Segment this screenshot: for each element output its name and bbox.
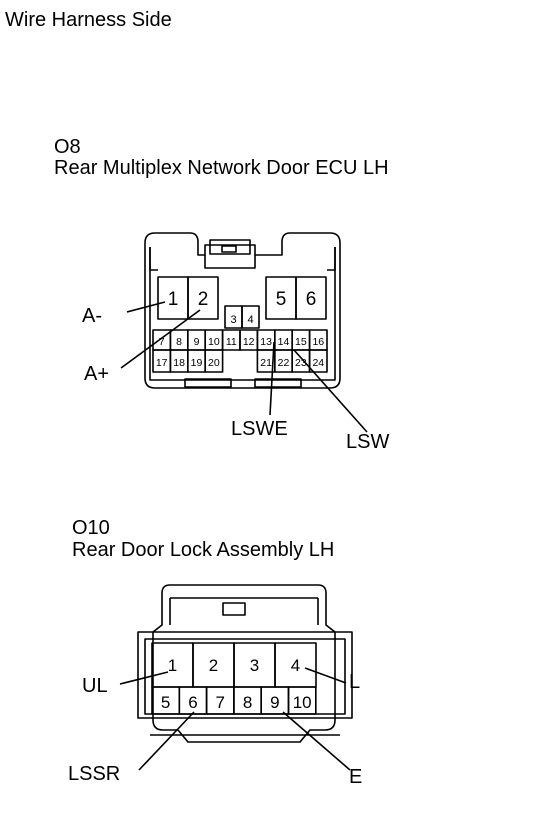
o10-pin-label-6: 6 [188, 693, 197, 712]
o8-pin-label-9: 9 [194, 336, 200, 348]
o8-pin-label-19: 19 [191, 357, 203, 369]
o8-pin-label-24: 24 [312, 357, 324, 369]
o8-pin-label-15: 15 [295, 336, 307, 348]
o8-pin-6 [295, 276, 327, 320]
o8-leader-a-minus [126, 301, 166, 313]
o8-pin-4 [241, 305, 260, 329]
o8-pin-label-5: 5 [276, 289, 287, 310]
o8-pin-label-14: 14 [278, 336, 290, 348]
o10-leader-lssr [138, 711, 195, 771]
o10-label-ul: UL [82, 675, 108, 697]
o8-pin-24 [308, 349, 328, 373]
connector-o10-name: Rear Door Lock Assembly LH [72, 539, 335, 561]
o8-leader-lswe [269, 341, 275, 416]
o10-pin-label-1: 1 [168, 656, 177, 675]
o8-pin-label-23: 23 [295, 357, 307, 369]
o8-pin-label-6: 6 [306, 289, 317, 310]
o10-pin-label-8: 8 [243, 693, 252, 712]
o8-pin-label-20: 20 [208, 357, 220, 369]
o8-pin-label-10: 10 [208, 336, 220, 348]
o8-leader-lsw [293, 349, 368, 433]
o10-pin-label-2: 2 [209, 656, 218, 675]
o8-housing [144, 232, 341, 389]
o8-label-a-plus: A+ [84, 363, 110, 385]
o10-pin-label-4: 4 [291, 656, 300, 675]
o10-leader-e [282, 711, 351, 771]
o8-pin-label-16: 16 [312, 336, 324, 348]
o10-leader-ul [119, 671, 169, 685]
o10-pin-label-10: 10 [293, 693, 312, 712]
o8-pin-label-1: 1 [168, 289, 179, 310]
connector-o10-code: O10 [72, 517, 110, 539]
o8-pin-label-7: 7 [159, 336, 165, 348]
o10-pin-label-5: 5 [161, 693, 170, 712]
o10-label-l: L [349, 671, 361, 693]
o8-pin-20 [204, 349, 224, 373]
o10-leader-l [304, 667, 347, 684]
o8-pin-label-13: 13 [260, 336, 272, 348]
o8-leader-a-plus [120, 309, 201, 369]
o8-pin-label-21: 21 [260, 357, 272, 369]
o10-label-e: E [349, 766, 363, 788]
o10-pin-label-9: 9 [270, 693, 279, 712]
o8-pin-2 [187, 276, 219, 320]
o8-label-lsw: LSW [346, 431, 390, 453]
o8-pin-label-12: 12 [243, 336, 255, 348]
o8-pin-label-11: 11 [226, 336, 237, 348]
page-title: Wire Harness Side [5, 9, 172, 31]
o10-pin-label-3: 3 [250, 656, 259, 675]
o8-label-a-minus: A- [82, 305, 102, 327]
o8-pin-label-17: 17 [156, 357, 168, 369]
o8-label-lswe: LSWE [231, 418, 288, 440]
o10-pin-10 [287, 686, 317, 715]
o8-pin-label-2: 2 [198, 289, 209, 310]
o8-pin-label-8: 8 [176, 336, 182, 348]
o8-row-2 [152, 349, 328, 373]
o8-pin-label-3: 3 [230, 314, 236, 326]
o8-pin-label-22: 22 [278, 357, 290, 369]
o8-pin-label-4: 4 [247, 314, 253, 326]
connector-o8-code: O8 [54, 136, 81, 158]
o10-label-lssr: LSSR [68, 763, 121, 785]
o8-pin-label-18: 18 [173, 357, 185, 369]
connector-o8-name: Rear Multiplex Network Door ECU LH [54, 157, 389, 179]
o10-pin-label-7: 7 [216, 693, 225, 712]
o10-bottom-row [151, 686, 317, 715]
o10-housing [137, 584, 353, 743]
